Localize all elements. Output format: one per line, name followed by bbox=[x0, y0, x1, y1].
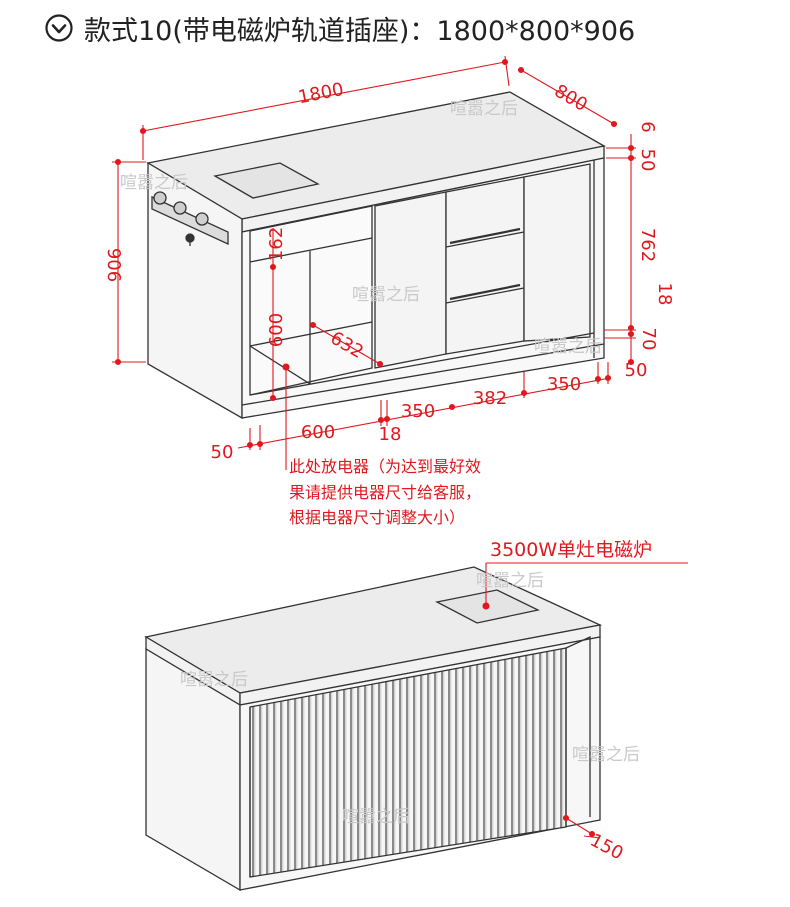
appliance-note-line3: 根据电器尺寸调整大小） bbox=[289, 508, 465, 527]
dim-base-top: 18 bbox=[654, 283, 675, 306]
appliance-note-line2: 果请提供电器尺寸给客服， bbox=[289, 483, 481, 502]
appliance-note: 此处放电器（为达到最好效 果请提供电器尺寸给客服， 根据电器尺寸调整大小） bbox=[289, 457, 481, 527]
dim-plinth-bottom: 50 bbox=[625, 360, 648, 381]
back-depth-dim bbox=[562, 814, 601, 839]
dimension-lines bbox=[112, 55, 636, 470]
dim-shelf-height: 600 bbox=[266, 313, 287, 347]
watermark: 喧嚣之后 bbox=[352, 285, 420, 305]
dim-bay-width: 600 bbox=[301, 422, 335, 443]
watermark: 喧嚣之后 bbox=[476, 571, 544, 591]
watermark: 喧嚣之后 bbox=[342, 807, 410, 827]
watermark: 喧嚣之后 bbox=[120, 173, 188, 193]
watermark: 喧嚣之后 bbox=[180, 670, 248, 690]
cabinet-back-view bbox=[144, 566, 603, 892]
watermark: 喧嚣之后 bbox=[534, 337, 602, 357]
cooktop-callout bbox=[482, 562, 688, 610]
appliance-note-line1: 此处放电器（为达到最好效 bbox=[289, 457, 481, 476]
cooktop-label: 3500W单灶电磁炉 bbox=[490, 539, 652, 561]
dim-panel: 18 bbox=[379, 424, 402, 445]
chevron-down-circle-icon bbox=[45, 14, 73, 42]
dim-top-thickness: 50 bbox=[637, 149, 658, 172]
dim-body-height: 762 bbox=[637, 228, 658, 262]
watermark: 喧嚣之后 bbox=[572, 745, 640, 765]
dim-width: 1800 bbox=[296, 79, 345, 108]
dim-back-depth: 150 bbox=[586, 830, 626, 865]
dim-drawer-width: 382 bbox=[473, 388, 507, 409]
page-title: 款式10(带电磁炉轨道插座)：1800*800*906 bbox=[84, 15, 636, 47]
dim-door-width: 350 bbox=[401, 401, 435, 422]
dim-plinth: 70 bbox=[638, 328, 659, 351]
dim-shelf-top: 162 bbox=[266, 227, 287, 261]
dim-top-gap: 6 bbox=[637, 121, 658, 132]
title-row: 款式10(带电磁炉轨道插座)：1800*800*906 bbox=[44, 8, 635, 48]
watermark: 喧嚣之后 bbox=[450, 99, 518, 119]
dim-depth: 800 bbox=[551, 81, 591, 116]
dim-right-door-width: 350 bbox=[547, 374, 581, 395]
watermarks: 喧嚣之后 喧嚣之后 喧嚣之后 喧嚣之后 喧嚣之后 喧嚣之后 喧嚣之后 喧嚣之后 bbox=[120, 99, 640, 827]
dim-total-height: 906 bbox=[103, 248, 124, 282]
dim-left-margin: 50 bbox=[211, 442, 234, 463]
cabinet-top-view bbox=[146, 91, 606, 420]
